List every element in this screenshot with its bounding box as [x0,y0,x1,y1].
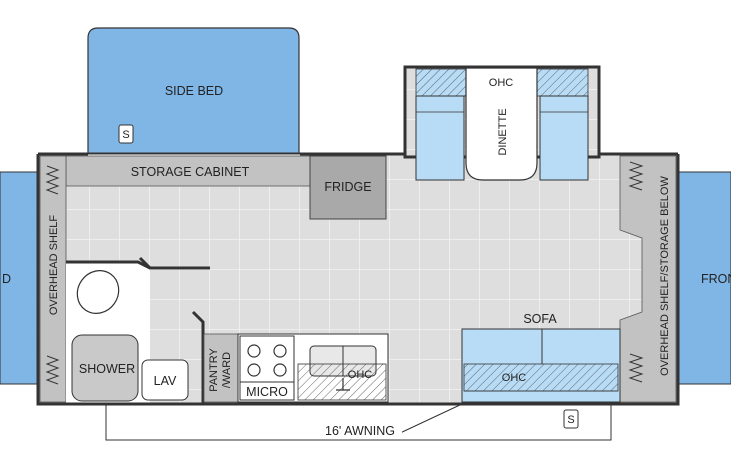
slide-marker-top: S [122,129,129,141]
pantry-wardrobe: PANTRY /WARD [203,333,239,403]
fridge-label: FRIDGE [324,180,371,194]
dinette-slideout: OHC DINETTE [403,65,601,181]
overhead-shelf-left-label: OVERHEAD SHELF [48,215,60,316]
storage-cabinet: STORAGE CABINET [65,155,311,187]
stove [239,335,295,383]
front-bed-label: FRON [701,272,731,286]
overhead-shelf-right: OVERHEAD SHELF/STORAGE BELOW [619,155,677,403]
pantry-label-line1: PANTRY [208,348,220,392]
overhead-shelf-left: OVERHEAD SHELF [39,155,67,403]
exterior-walls [36,152,680,406]
burner-icon [273,344,287,358]
slide-marker-bottom-group: S [563,409,579,429]
sofa-ohc-label: OHC [502,372,527,384]
awning-label: 16' AWNING [325,424,395,438]
burner-icon [273,363,287,377]
slide-marker-bottom: S [567,414,574,426]
lav-label: LAV [154,374,177,388]
fridge: FRIDGE [309,155,387,220]
overhead-shelf-right-label: OVERHEAD SHELF/STORAGE BELOW [659,176,671,376]
awning-leader [397,403,463,435]
kitchen-ohc-label: OHC [348,369,373,381]
rear-bed-partial: D [0,171,39,385]
microwave [239,381,295,401]
sofa-label: SOFA [523,312,557,326]
sofa: SOFA OHC [461,312,621,403]
micro-label: MICRO [246,385,288,399]
shower-label: SHOWER [79,362,135,376]
burner-icon [247,344,261,358]
kitchen-counter: MICRO OHC [237,333,389,403]
toilet-icon [76,270,120,314]
pantry-label-line2: /WARD [221,352,233,388]
dinette-ohc-label: OHC [489,77,514,89]
rear-bed-label: D [2,272,11,286]
faucet-icon [336,378,350,391]
storage-cabinet-label: STORAGE CABINET [131,165,250,179]
burner-icon [247,363,261,377]
front-bed-partial: FRON [678,171,731,385]
side-bed-label: SIDE BED [165,84,223,98]
bedroom-partition [138,256,152,270]
side-bed: SIDE BED S [87,27,300,155]
awning: 16' AWNING [105,403,612,441]
bath-wall [191,310,205,404]
dinette-label: DINETTE [497,108,509,155]
bathroom: SHOWER LAV [66,260,210,404]
